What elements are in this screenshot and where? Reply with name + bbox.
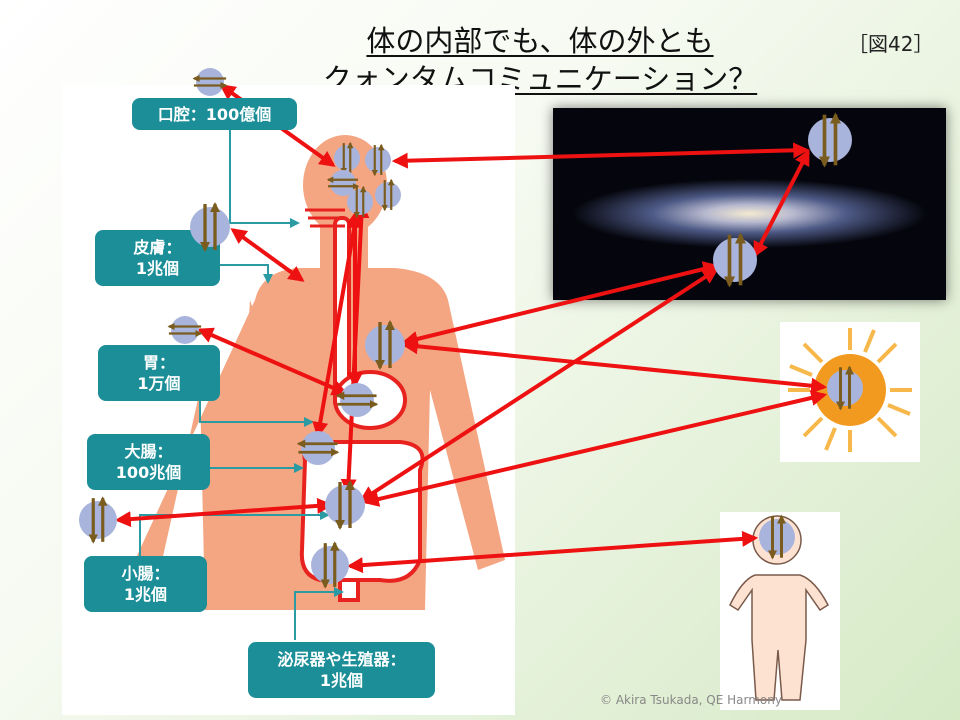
spin-pair-icon <box>326 170 360 196</box>
spin-circle <box>365 325 405 365</box>
spin-pair-icon <box>334 141 360 175</box>
spin-circle <box>759 519 795 555</box>
label-skin: 皮膚：1兆個 <box>95 230 220 286</box>
spin-pair-icon <box>325 480 365 530</box>
spin-pair-icon <box>311 541 349 589</box>
label-small-intestine: 小腸：1兆個 <box>84 556 207 612</box>
figure-label: ［図42］ <box>848 32 934 56</box>
spin-pair-icon <box>192 68 228 96</box>
spin-circle <box>190 207 230 247</box>
red-arrows <box>114 84 828 574</box>
spin-pair-icon <box>335 383 379 417</box>
spin-circle <box>196 68 224 96</box>
arrow-galaxy-head <box>391 142 810 169</box>
spin-circle <box>340 383 374 417</box>
spin-pair-icon <box>79 496 117 544</box>
arrow-chest-sun <box>401 338 828 394</box>
label-stomach: 胃：1万個 <box>98 345 220 401</box>
label-large-intestine: 大腸：100兆個 <box>87 434 210 490</box>
arrow-skin <box>230 228 305 282</box>
spin-circle <box>827 370 863 406</box>
spin-pair-icon <box>365 320 405 370</box>
spin-circle <box>808 118 852 162</box>
title-line-1: 体の内部でも、体の外とも <box>366 24 714 58</box>
spin-circle <box>301 431 335 465</box>
spin-pair-icon <box>347 185 373 219</box>
spin-circle <box>365 147 391 173</box>
arrow-left-intestine <box>114 497 334 528</box>
spin-pair-icon <box>375 178 401 212</box>
spin-circle <box>79 501 117 539</box>
spin-pair-icon <box>759 514 795 560</box>
spin-circle <box>171 316 199 344</box>
spin-pair-icon <box>365 143 391 177</box>
spin-circle <box>325 485 365 525</box>
arrow-lower-person <box>346 530 759 574</box>
arrow-galaxy-galaxy <box>753 149 810 258</box>
copyright: © Akira Tsukada, QE Harmony <box>600 693 782 707</box>
spin-pair-icon <box>167 316 203 344</box>
spin-pair-icon <box>713 232 757 288</box>
spin-pair-icon <box>808 112 852 168</box>
spin-pair-icon <box>190 202 230 252</box>
spin-pair-icon <box>827 365 863 411</box>
spin-pair-icon <box>296 431 340 465</box>
label-urogenital: 泌尿器や生殖器：1兆個 <box>248 642 435 698</box>
spin-circle <box>713 238 757 282</box>
spin-circle <box>347 189 373 215</box>
label-oral: 口腔：100億個 <box>132 98 297 130</box>
arrow-sun-intestine <box>362 390 828 507</box>
spin-circle <box>330 170 356 196</box>
spin-circle <box>334 145 360 171</box>
spin-circle <box>311 546 349 584</box>
spin-circle <box>375 182 401 208</box>
